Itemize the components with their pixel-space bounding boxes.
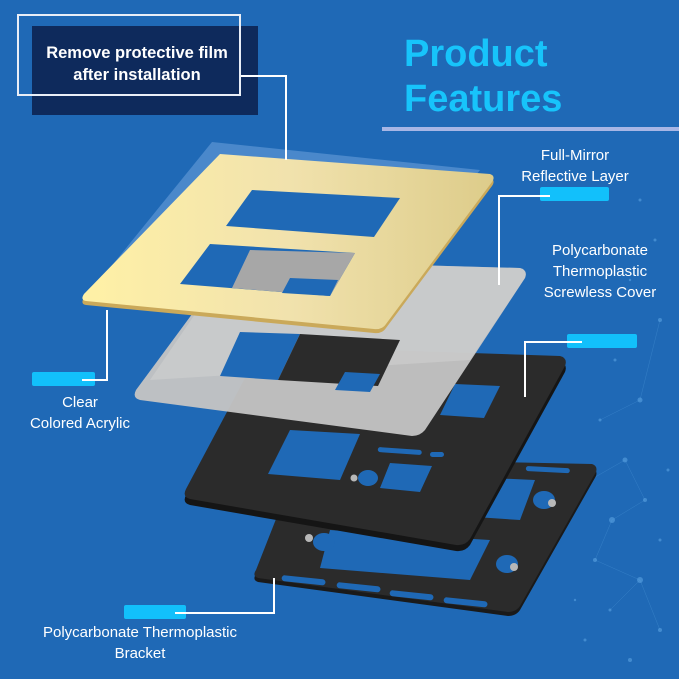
page-title: Product Features	[404, 32, 562, 122]
note-line-1: Remove protective film	[46, 44, 228, 62]
title-line-1: Product	[404, 33, 548, 75]
callout-cover-line-3: Screwless Cover	[543, 284, 657, 301]
bracket-connector-vertical	[273, 578, 275, 614]
callout-acrylic-line-2: Colored Acrylic	[29, 415, 131, 432]
callout-full-mirror-line-1: Full-Mirror	[540, 147, 610, 164]
callout-full-mirror-chip	[540, 187, 609, 201]
protective-film-note-background	[32, 26, 258, 115]
mirror-connector-vertical	[498, 195, 500, 285]
cover-connector-horizontal	[524, 341, 582, 343]
callout-bracket-line-2: Bracket	[114, 645, 166, 662]
callout-cover-line-2: Thermoplastic	[552, 263, 648, 280]
note-connector-vertical	[285, 75, 287, 160]
callout-bracket-chip	[124, 605, 186, 619]
callout-full-mirror-line-2: Reflective Layer	[521, 168, 629, 185]
acrylic-connector-horizontal	[82, 379, 108, 381]
callout-bracket-line-1: Polycarbonate Thermoplastic	[43, 624, 237, 641]
cover-connector-vertical	[524, 341, 526, 397]
bracket-connector-horizontal	[175, 612, 275, 614]
acrylic-connector-vertical	[106, 310, 108, 381]
callout-screwless-cover-chip	[567, 334, 637, 348]
callout-clear-acrylic: Clear Colored Acrylic	[10, 392, 150, 434]
protective-film-note: Remove protective film after installatio…	[32, 42, 242, 86]
callout-cover-line-1: Polycarbonate	[552, 242, 648, 259]
callout-full-mirror: Full-Mirror Reflective Layer	[505, 145, 645, 187]
note-line-2: after installation	[73, 66, 201, 84]
mirror-connector-horizontal	[498, 195, 550, 197]
protective-film-note-frame	[17, 14, 241, 96]
callout-clear-acrylic-chip	[32, 372, 95, 386]
title-divider	[382, 127, 679, 131]
gold-mirror-plate	[82, 142, 494, 334]
callout-screwless-cover: Polycarbonate Thermoplastic Screwless Co…	[530, 240, 670, 303]
note-connector-horizontal	[241, 75, 287, 77]
callout-bracket: Polycarbonate Thermoplastic Bracket	[20, 622, 260, 664]
callout-acrylic-line-1: Clear	[62, 394, 98, 411]
title-line-2: Features	[404, 78, 563, 120]
